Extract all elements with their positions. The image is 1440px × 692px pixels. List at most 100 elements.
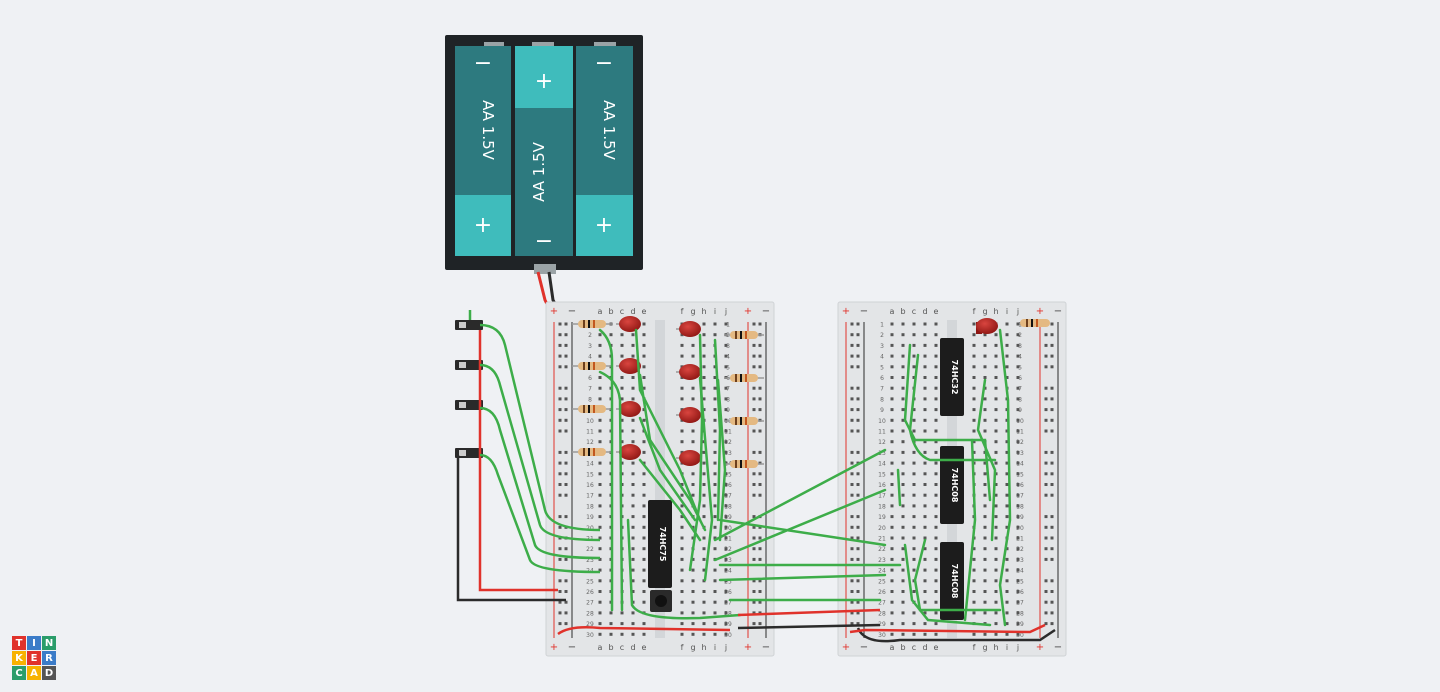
column-label: j (1016, 307, 1019, 316)
row-label: 15 (878, 471, 886, 478)
resistor-right-2[interactable] (724, 374, 764, 382)
column-label: i (714, 307, 716, 316)
resistor-left-4[interactable] (572, 448, 612, 456)
led-right-3[interactable] (676, 407, 701, 423)
row-label: 3 (726, 343, 730, 350)
row-label: 5 (880, 364, 884, 371)
battery-cell-1[interactable]: − + AA 1.5V (455, 42, 511, 256)
battery-pack[interactable]: − + AA 1.5V + − AA 1.5V − + AA 1.5V (445, 35, 643, 274)
column-label: h (701, 307, 706, 316)
row-label: 1 (1018, 322, 1022, 329)
row-label: 24 (1016, 568, 1024, 575)
row-label: 9 (880, 407, 884, 414)
column-label: b (900, 643, 905, 652)
resistor-output[interactable] (1020, 319, 1050, 327)
row-label: 18 (586, 503, 594, 510)
resistor-left-2[interactable] (572, 362, 612, 370)
chip-label: 74HC08 (950, 564, 959, 599)
slide-switch-1[interactable] (455, 320, 483, 330)
row-label: 23 (724, 557, 732, 564)
row-label: 18 (1016, 503, 1024, 510)
components-left[interactable] (572, 316, 764, 468)
logo-letter: A (27, 666, 41, 680)
column-label: d (630, 643, 635, 652)
led-left-4[interactable] (616, 444, 641, 460)
slide-switches[interactable] (455, 320, 483, 458)
column-label: h (701, 643, 706, 652)
row-label: 24 (724, 568, 732, 575)
row-label: 25 (1016, 578, 1024, 585)
row-label: 6 (588, 375, 592, 382)
row-label: 12 (878, 439, 886, 446)
column-label: g (690, 307, 695, 316)
resistor-left-1[interactable] (572, 320, 612, 328)
row-label: 10 (1016, 418, 1024, 425)
chip-label: 74HC32 (950, 360, 959, 395)
chip-74hc08-2[interactable]: 74HC08 (940, 542, 964, 620)
slide-switch-2[interactable] (455, 360, 483, 370)
rail-label: + (1036, 642, 1044, 653)
rail-label: + (842, 306, 850, 317)
resistor-right-1[interactable] (724, 331, 764, 339)
column-label: i (1006, 307, 1008, 316)
column-label: e (934, 307, 939, 316)
row-label: 26 (724, 589, 732, 596)
column-label: c (912, 643, 916, 652)
row-label: 19 (878, 514, 886, 521)
column-label: b (608, 643, 613, 652)
battery-cell-3[interactable]: − + AA 1.5V (576, 42, 633, 256)
row-label: 9 (726, 407, 730, 414)
chip-label: 74HC08 (950, 468, 959, 503)
led-right-4[interactable] (676, 450, 701, 466)
row-label: 15 (586, 471, 594, 478)
column-label: d (922, 643, 927, 652)
slide-switch-3[interactable] (455, 400, 483, 410)
rail-label: − (1054, 306, 1062, 317)
battery-minus-label: − (474, 51, 492, 76)
power-wiring[interactable] (557, 608, 1056, 643)
row-label: 13 (724, 450, 732, 457)
led-right-1[interactable] (676, 321, 701, 337)
switch-wiring[interactable] (456, 310, 601, 602)
row-label: 30 (878, 632, 886, 639)
battery-plus-label: + (595, 213, 613, 238)
led-left-3[interactable] (616, 401, 641, 417)
led-output[interactable] (976, 318, 998, 334)
resistor-right-3[interactable] (724, 417, 764, 425)
row-label: 18 (878, 503, 886, 510)
led-left-1[interactable] (616, 316, 641, 332)
row-label: 8 (880, 396, 884, 403)
tinkercad-logo[interactable]: T I N K E R C A D (12, 636, 56, 680)
row-label: 21 (724, 536, 732, 543)
pushbutton[interactable] (650, 590, 672, 612)
chip-74hc08-1[interactable]: 74HC08 (940, 446, 964, 524)
row-label: 13 (1016, 450, 1024, 457)
row-label: 28 (1016, 610, 1024, 617)
row-label: 6 (880, 375, 884, 382)
row-label: 16 (1016, 482, 1024, 489)
row-label: 5 (1018, 364, 1022, 371)
resistor-left-3[interactable] (572, 405, 612, 413)
battery-cell-label: AA 1.5V (600, 100, 618, 161)
row-label: 2 (588, 332, 592, 339)
battery-cell-2[interactable]: + − AA 1.5V (515, 42, 573, 256)
column-label: f (681, 643, 684, 652)
row-label: 27 (724, 600, 732, 607)
chip-74hc32[interactable]: 74HC32 (940, 338, 964, 416)
row-label: 9 (1018, 407, 1022, 414)
led-left-2[interactable] (616, 358, 641, 374)
chip-74hc75[interactable]: 74HC75 (648, 500, 672, 588)
row-label: 29 (586, 621, 594, 628)
column-label: c (620, 643, 624, 652)
led-right-2[interactable] (676, 364, 701, 380)
rail-label: − (568, 306, 576, 317)
row-label: 7 (880, 386, 884, 393)
resistor-right-4[interactable] (724, 460, 764, 468)
row-label: 28 (724, 610, 732, 617)
column-label: e (642, 307, 647, 316)
battery-minus-label: − (595, 51, 613, 76)
green-wiring[interactable] (598, 328, 1012, 627)
battery-plus-label: + (535, 69, 553, 94)
slide-switch-4[interactable] (455, 448, 483, 458)
